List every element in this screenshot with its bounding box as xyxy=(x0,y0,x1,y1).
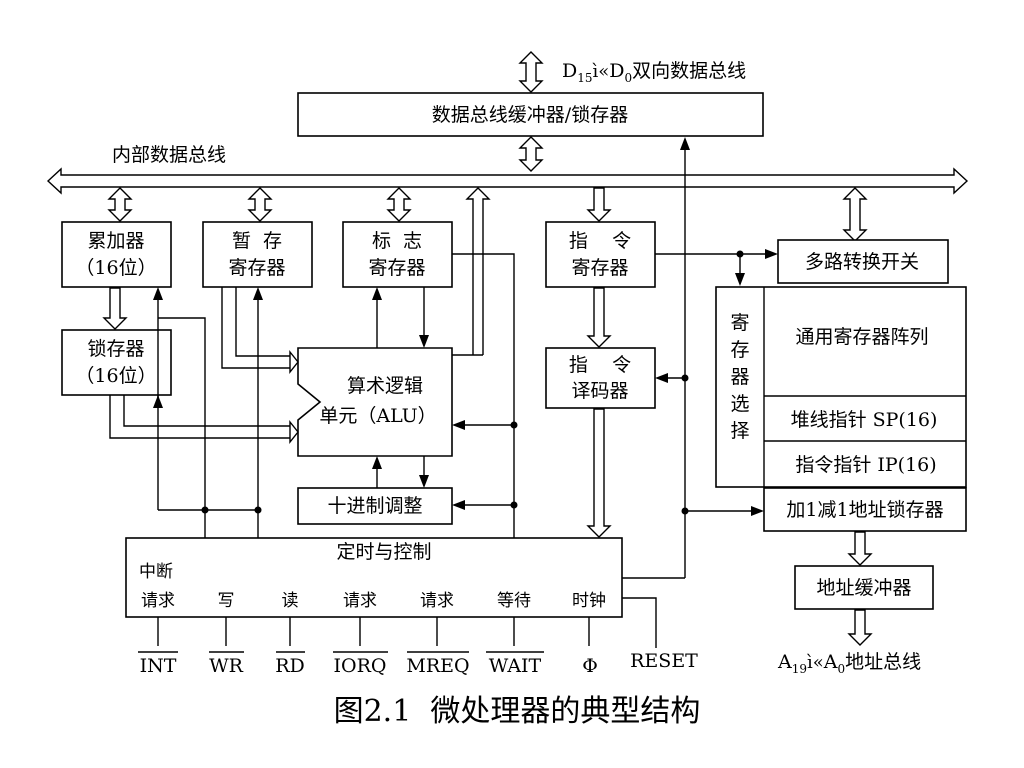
signal-reset: RESET xyxy=(630,650,698,672)
internal-data-bus-label: 内部数据总线 xyxy=(112,144,226,166)
timing-control-box xyxy=(125,537,623,618)
register-array-block xyxy=(715,286,967,488)
wait-label: 等待 xyxy=(497,591,531,611)
signal-pins xyxy=(157,617,590,646)
svg-text:选: 选 xyxy=(730,393,749,415)
instruction-register-label-1: 指 令 xyxy=(569,230,631,252)
write-label: 写 xyxy=(218,591,235,611)
multiplexer-box xyxy=(777,239,949,284)
stack-pointer-label: 堆线指针 SP(16) xyxy=(791,409,938,431)
external-data-bus-label: D15ì«D0双向数据总线 xyxy=(562,60,746,85)
svg-text:择: 择 xyxy=(730,420,749,442)
svg-text:寄: 寄 xyxy=(730,312,749,334)
inc-dec-latch-label: 加1减1地址锁存器 xyxy=(786,499,943,521)
instruction-pointer-label: 指令指针 IP(16) xyxy=(795,454,936,476)
timing-control-label: 定时与控制 xyxy=(336,541,431,563)
signal-int: INT xyxy=(140,655,177,677)
temp-register-label-1: 暂 存 xyxy=(232,230,282,252)
signal-wait: WAIT xyxy=(489,655,542,677)
decimal-adjust-box xyxy=(297,487,453,525)
temp-register-label-2: 寄存器 xyxy=(228,257,285,279)
accumulator-box xyxy=(61,221,172,288)
signal-iorq: IORQ xyxy=(334,655,387,677)
external-data-bus-arrow xyxy=(518,51,544,93)
alu-label-2: 单元（ALU） xyxy=(319,405,436,427)
io-request-label: 请求 xyxy=(343,591,377,611)
signal-mreq: MREQ xyxy=(406,655,469,677)
flag-register-label-2: 寄存器 xyxy=(368,257,425,279)
alu-label-1: 算术逻辑 xyxy=(347,375,423,397)
data-bus-buffer-box xyxy=(297,92,764,137)
internal-data-bus xyxy=(46,167,969,195)
figure-caption: 图2.1 微处理器的典型结构 xyxy=(334,694,701,729)
signal-phi: Φ xyxy=(582,655,598,677)
latch-label: 锁存器 xyxy=(87,338,144,360)
gp-registers-label: 通用寄存器阵列 xyxy=(795,326,928,348)
instruction-decoder-box xyxy=(545,347,656,409)
flag-register-label-1: 标 志 xyxy=(372,230,422,252)
decimal-adjust-label: 十进制调整 xyxy=(327,495,422,517)
clock-label: 时钟 xyxy=(572,591,606,611)
address-buffer-label: 地址缓冲器 xyxy=(816,577,911,599)
inc-dec-latch-box xyxy=(763,487,967,532)
instruction-decoder-label-2: 译码器 xyxy=(571,380,628,402)
interrupt-label-top: 中断 xyxy=(139,562,173,582)
instruction-decoder-label-1: 指 令 xyxy=(569,354,631,376)
instruction-register-box xyxy=(545,221,656,288)
mem-request-label: 请求 xyxy=(420,591,454,611)
multiplexer-label: 多路转换开关 xyxy=(805,251,919,273)
alu-box xyxy=(297,347,453,457)
register-select-label: 寄 存 器 选 择 xyxy=(730,312,749,442)
svg-text:存: 存 xyxy=(730,339,749,361)
data-bus-buffer-label: 数据总线缓冲器/锁存器 xyxy=(432,104,628,126)
address-buffer-box xyxy=(794,565,934,610)
latch-width: （16位） xyxy=(75,365,156,387)
svg-text:器: 器 xyxy=(730,366,749,388)
latch-box xyxy=(61,329,172,396)
accumulator-label: 累加器 xyxy=(87,230,144,252)
instruction-register-label-2: 寄存器 xyxy=(571,257,628,279)
temp-register-box xyxy=(202,221,313,288)
signal-rd: RD xyxy=(275,655,305,677)
read-label: 读 xyxy=(282,591,299,611)
interrupt-label: 请求 xyxy=(141,591,175,611)
accumulator-width: （16位） xyxy=(75,257,156,279)
address-bus-label: A19ì«A0地址总线 xyxy=(777,651,921,676)
signal-wr: WR xyxy=(209,655,244,677)
